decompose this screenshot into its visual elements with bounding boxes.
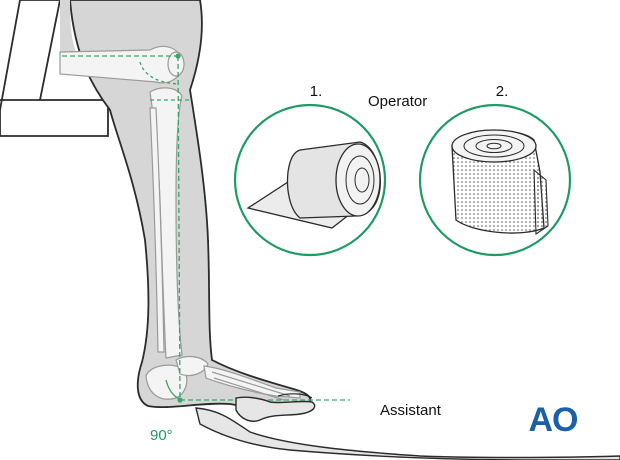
step-2-label: 2.: [496, 83, 509, 100]
angle-label: 90°: [150, 427, 173, 444]
elastic-bandage-roll-icon: [418, 103, 572, 257]
padding-roll-icon: [233, 103, 387, 257]
step-1-label: 1.: [310, 83, 323, 100]
assistant-arm: [195, 393, 620, 460]
chair: [0, 0, 109, 137]
assistant-label: Assistant: [380, 402, 442, 419]
ao-logo-text: AO: [529, 401, 579, 439]
operator-label: Operator: [368, 93, 427, 110]
ao-logo: AO: [529, 401, 580, 439]
